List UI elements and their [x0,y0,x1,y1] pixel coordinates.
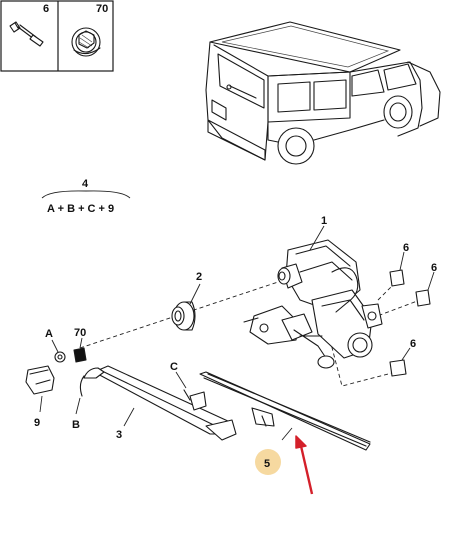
inset-label-70: 70 [96,3,108,15]
grommet-part [171,283,201,331]
hardware-inset-box: 6 70 [0,0,114,72]
callout-6-top: 6 [403,242,409,254]
arm-cap-part [75,375,85,415]
callout-5: 5 [264,458,270,470]
wiper-motor-part [243,225,383,369]
rivet-icon [9,21,44,47]
rivet-callouts [389,251,435,377]
callout-A: A [45,328,53,340]
nut-icon [71,27,101,57]
wiper-arm-part [83,365,237,441]
callout-6-bottom: 6 [410,338,416,350]
group-brace [41,190,131,199]
callout-3: 3 [116,429,122,441]
callout-1: 1 [321,215,327,227]
callout-5-highlight [255,449,281,475]
cap-part [25,365,55,413]
inset-label-6: 6 [43,3,49,15]
van-illustration [205,21,441,165]
callout-C: C [170,361,178,373]
callout-6-right: 6 [431,262,437,274]
group-formula: A + B + C + 9 [47,203,114,215]
red-pointer-arrow [295,435,314,495]
callout-B: B [72,419,80,431]
nut-washer-small-parts [51,337,87,363]
callout-2: 2 [196,271,202,283]
callout-9: 9 [34,417,40,429]
kit-group-header: 4 A + B + C + 9 [41,178,131,215]
clip-part [175,371,207,411]
wiper-blade-part [199,371,371,451]
callout-70: 70 [74,327,86,339]
group-label-4: 4 [82,178,89,190]
